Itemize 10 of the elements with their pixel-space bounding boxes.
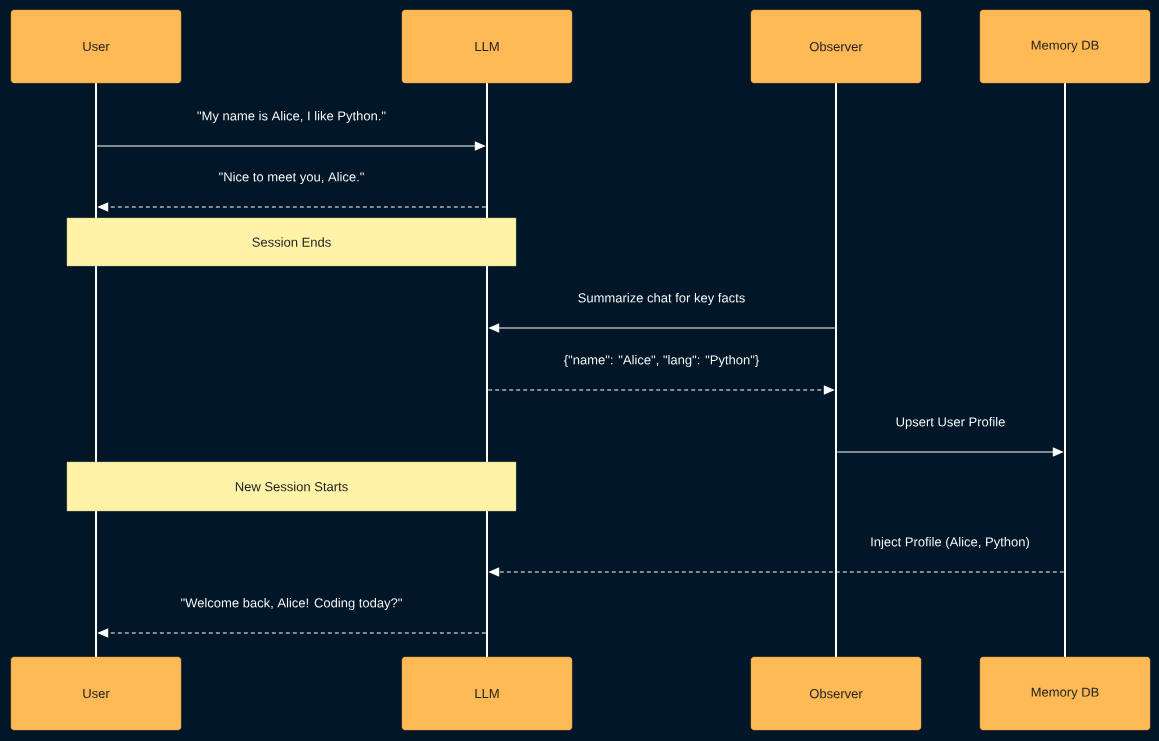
participant-box: User [10, 9, 182, 84]
participant-box: LLM [401, 9, 573, 84]
participant-box: Memory DB [979, 9, 1151, 84]
participant-box: User [10, 656, 182, 731]
note-box: New Session Starts [66, 461, 517, 512]
participant-box: Observer [750, 656, 922, 731]
participant-box: Memory DB [979, 656, 1151, 731]
note-box: Session Ends [66, 217, 517, 267]
participant-box: Observer [750, 9, 922, 84]
participant-box: LLM [401, 656, 573, 731]
